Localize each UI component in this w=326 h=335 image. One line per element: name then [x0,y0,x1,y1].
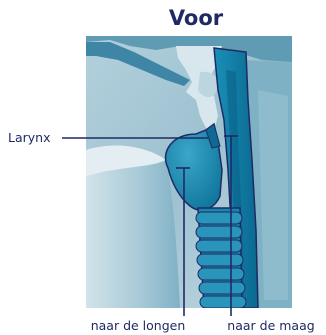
label-to-lungs: naar de longen [91,318,186,333]
trachea-ring [199,282,245,294]
illustration [86,36,292,308]
trachea-ring [197,254,243,266]
trachea-ring [196,212,242,224]
trachea-ring [196,240,242,252]
trachea [196,208,246,308]
trachea-ring [196,226,242,238]
trachea-ring [200,296,246,308]
title: Voor [169,6,224,30]
trachea-ring [198,268,244,280]
label-larynx: Larynx [8,130,50,145]
label-to-stomach: naar de maag [227,318,314,333]
